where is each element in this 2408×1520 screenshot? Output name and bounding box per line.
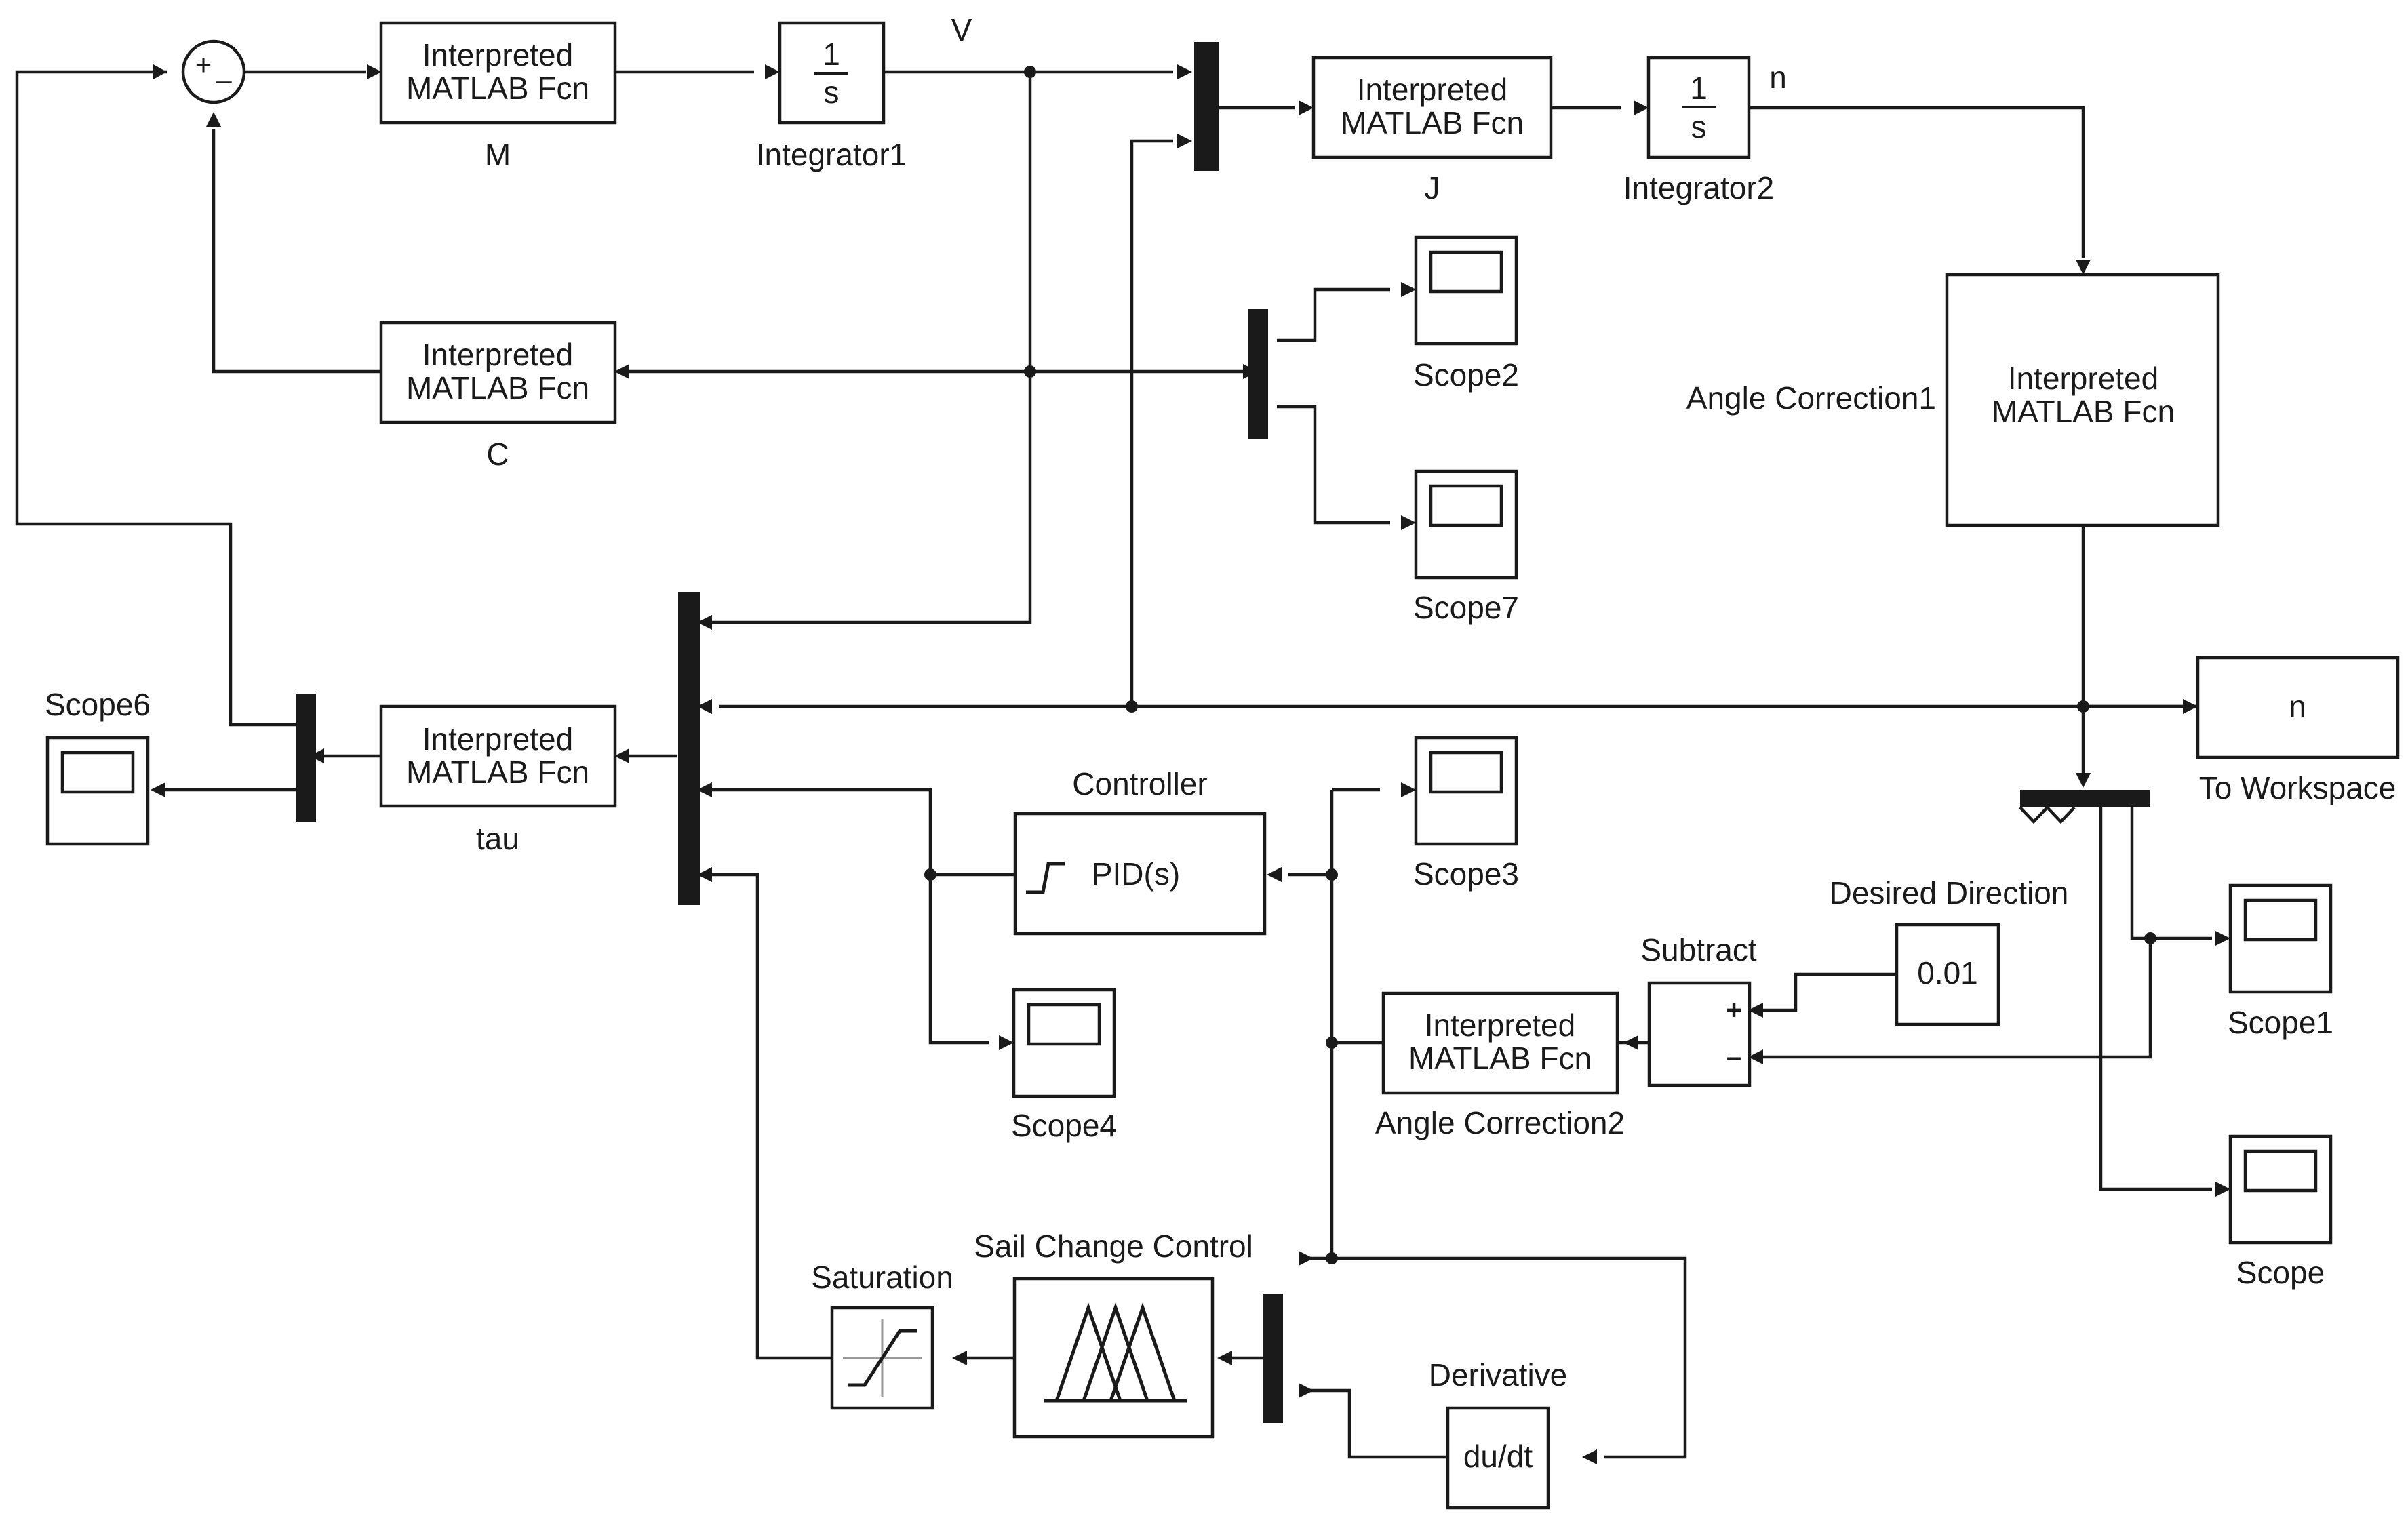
- label-to-workspace: To Workspace: [2199, 770, 2396, 805]
- integrator2-block[interactable]: 1 s: [1646, 56, 1751, 159]
- fcn-block-m[interactable]: Interpreted MATLAB Fcn: [379, 21, 617, 125]
- integrator2-den: s: [1691, 109, 1707, 144]
- signal-wires: [15, 70, 2212, 1459]
- label-sail-change-control: Sail Change Control: [974, 1228, 1253, 1264]
- label-integrator1: Integrator1: [756, 137, 907, 172]
- fcn-m-line1: Interpreted: [422, 37, 573, 73]
- scope-block[interactable]: [2228, 1134, 2333, 1245]
- fcn-tau-line1: Interpreted: [422, 721, 573, 757]
- fcn-c-line1: Interpreted: [422, 337, 573, 372]
- label-angle-correction2: Angle Correction2: [1375, 1105, 1625, 1140]
- fcn-block-c[interactable]: Interpreted MATLAB Fcn: [379, 321, 617, 424]
- label-m: M: [485, 137, 511, 172]
- scope4-block[interactable]: [1012, 988, 1116, 1098]
- fcn-block-tau[interactable]: Interpreted MATLAB Fcn: [379, 704, 617, 808]
- pid-controller-block[interactable]: PID(s): [1013, 812, 1267, 936]
- integrator1-num: 1: [823, 37, 840, 72]
- pid-text: PID(s): [1092, 856, 1180, 892]
- scope7-block[interactable]: [1414, 469, 1518, 580]
- derivative-text: du/dt: [1463, 1439, 1533, 1474]
- junction-dots: [924, 66, 2156, 1264]
- label-tau: tau: [476, 821, 519, 856]
- fuzzy-logic-block[interactable]: [1012, 1277, 1215, 1439]
- demux-angle: [2020, 790, 2150, 807]
- subtract-plus: +: [1726, 995, 1741, 1025]
- sum-plus-sign: +: [195, 49, 212, 81]
- label-derivative: Derivative: [1429, 1357, 1568, 1393]
- demux-c-scopes: [1248, 309, 1268, 439]
- signal-label-v: V: [951, 12, 972, 47]
- label-subtract: Subtract: [1640, 932, 1757, 967]
- workspace-var: n: [2289, 689, 2306, 724]
- mux-scope6: [296, 694, 316, 822]
- label-integrator2: Integrator2: [1623, 170, 1774, 205]
- angle-correction2-line2: MATLAB Fcn: [1408, 1041, 1592, 1076]
- label-scope7: Scope7: [1413, 590, 1519, 625]
- label-j: J: [1425, 170, 1440, 205]
- label-scope1: Scope1: [2228, 1005, 2333, 1040]
- integrator1-den: s: [824, 75, 840, 110]
- label-scope: Scope: [2236, 1255, 2325, 1290]
- fcn-m-line2: MATLAB Fcn: [406, 71, 589, 106]
- label-desired-direction: Desired Direction: [1830, 875, 2069, 911]
- angle-correction1-line2: MATLAB Fcn: [1992, 394, 2175, 429]
- scope6-block[interactable]: [45, 736, 150, 846]
- label-scope3: Scope3: [1413, 856, 1519, 892]
- mux-tau-input: [678, 592, 700, 905]
- angle-correction1-block[interactable]: Interpreted MATLAB Fcn: [1945, 273, 2220, 527]
- desired-direction-constant[interactable]: 0.01: [1895, 923, 2000, 1026]
- mux-sail-control: [1263, 1294, 1283, 1423]
- sum-block[interactable]: + –: [181, 39, 246, 104]
- scope3-block[interactable]: [1414, 736, 1518, 846]
- label-scope2: Scope2: [1413, 357, 1519, 393]
- mux-bars: [296, 42, 2150, 1423]
- derivative-block[interactable]: du/dt: [1446, 1406, 1550, 1510]
- subtract-block[interactable]: + –: [1647, 981, 1752, 1087]
- constant-value: 0.01: [1917, 955, 1978, 991]
- label-saturation: Saturation: [811, 1260, 953, 1295]
- fcn-block-j[interactable]: Interpreted MATLAB Fcn: [1311, 56, 1553, 159]
- to-workspace-block[interactable]: n: [2196, 656, 2400, 759]
- fcn-j-line1: Interpreted: [1357, 72, 1507, 107]
- mux-integrator-j: [1194, 42, 1219, 171]
- fcn-c-line2: MATLAB Fcn: [406, 370, 589, 405]
- scope1-block[interactable]: [2228, 883, 2333, 994]
- arrowheads: [151, 64, 2230, 1464]
- subtract-minus: –: [1726, 1042, 1741, 1072]
- saturation-block[interactable]: [830, 1306, 934, 1410]
- label-c: C: [486, 437, 509, 472]
- label-scope6: Scope6: [45, 687, 151, 722]
- integrator2-num: 1: [1690, 71, 1708, 106]
- angle-correction2-block[interactable]: Interpreted MATLAB Fcn: [1381, 991, 1619, 1095]
- integrator1-block[interactable]: 1 s: [778, 21, 886, 125]
- sum-minus-sign: –: [216, 64, 232, 96]
- signal-label-n: n: [1769, 60, 1787, 95]
- label-scope4: Scope4: [1011, 1108, 1117, 1143]
- angle-correction1-line1: Interpreted: [2008, 361, 2158, 396]
- label-controller: Controller: [1072, 766, 1207, 801]
- scope2-block[interactable]: [1414, 235, 1518, 346]
- angle-correction2-line1: Interpreted: [1425, 1007, 1575, 1043]
- label-angle-correction1: Angle Correction1: [1686, 380, 1936, 416]
- fcn-j-line2: MATLAB Fcn: [1341, 105, 1524, 140]
- fcn-tau-line2: MATLAB Fcn: [406, 755, 589, 790]
- demux-angle-zigzag: [2019, 805, 2076, 824]
